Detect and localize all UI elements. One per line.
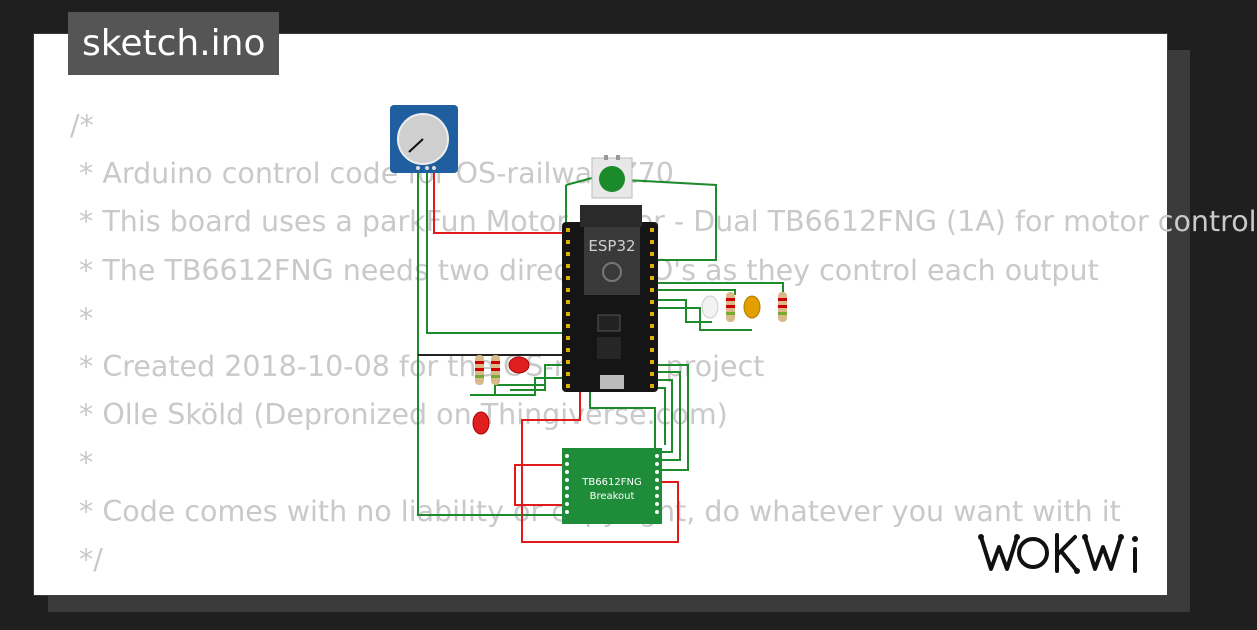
resistor-right-2 [778, 292, 787, 322]
led-red-1[interactable] [508, 356, 530, 374]
tb6612fng-breakout[interactable]: TB6612FNG Breakout [562, 448, 662, 524]
red-wires [433, 172, 679, 543]
led-red-2[interactable] [472, 411, 490, 435]
resistor-left-2 [491, 355, 500, 385]
led-yellow[interactable] [743, 295, 761, 319]
esp32-board[interactable]: ESP32 [562, 205, 658, 392]
resistor-right-1 [726, 292, 735, 322]
code-line-2: * Arduino control code for OS-railway Z7… [70, 157, 674, 191]
wokwi-logo [978, 533, 1138, 574]
esp32-label: ESP32 [588, 237, 635, 255]
circuit-diagram: ESP32 [390, 105, 787, 543]
code-line-8: * [70, 446, 94, 480]
green-wires [417, 172, 784, 516]
driver-label-line2: Breakout [590, 491, 635, 502]
code-line-10: */ [70, 542, 103, 576]
pushbutton[interactable] [591, 155, 633, 199]
code-line-7: * Olle Sköld (Depronized on Thingiverse.… [70, 398, 728, 432]
driver-label-line1: TB6612FNG [581, 477, 641, 488]
code-line-1: /* [70, 109, 94, 142]
led-white[interactable] [701, 295, 719, 319]
file-tab[interactable]: sketch.ino [68, 12, 280, 75]
potentiometer[interactable] [390, 105, 458, 173]
resistor-left-1 [475, 355, 484, 385]
code-line-5: * [70, 301, 94, 335]
